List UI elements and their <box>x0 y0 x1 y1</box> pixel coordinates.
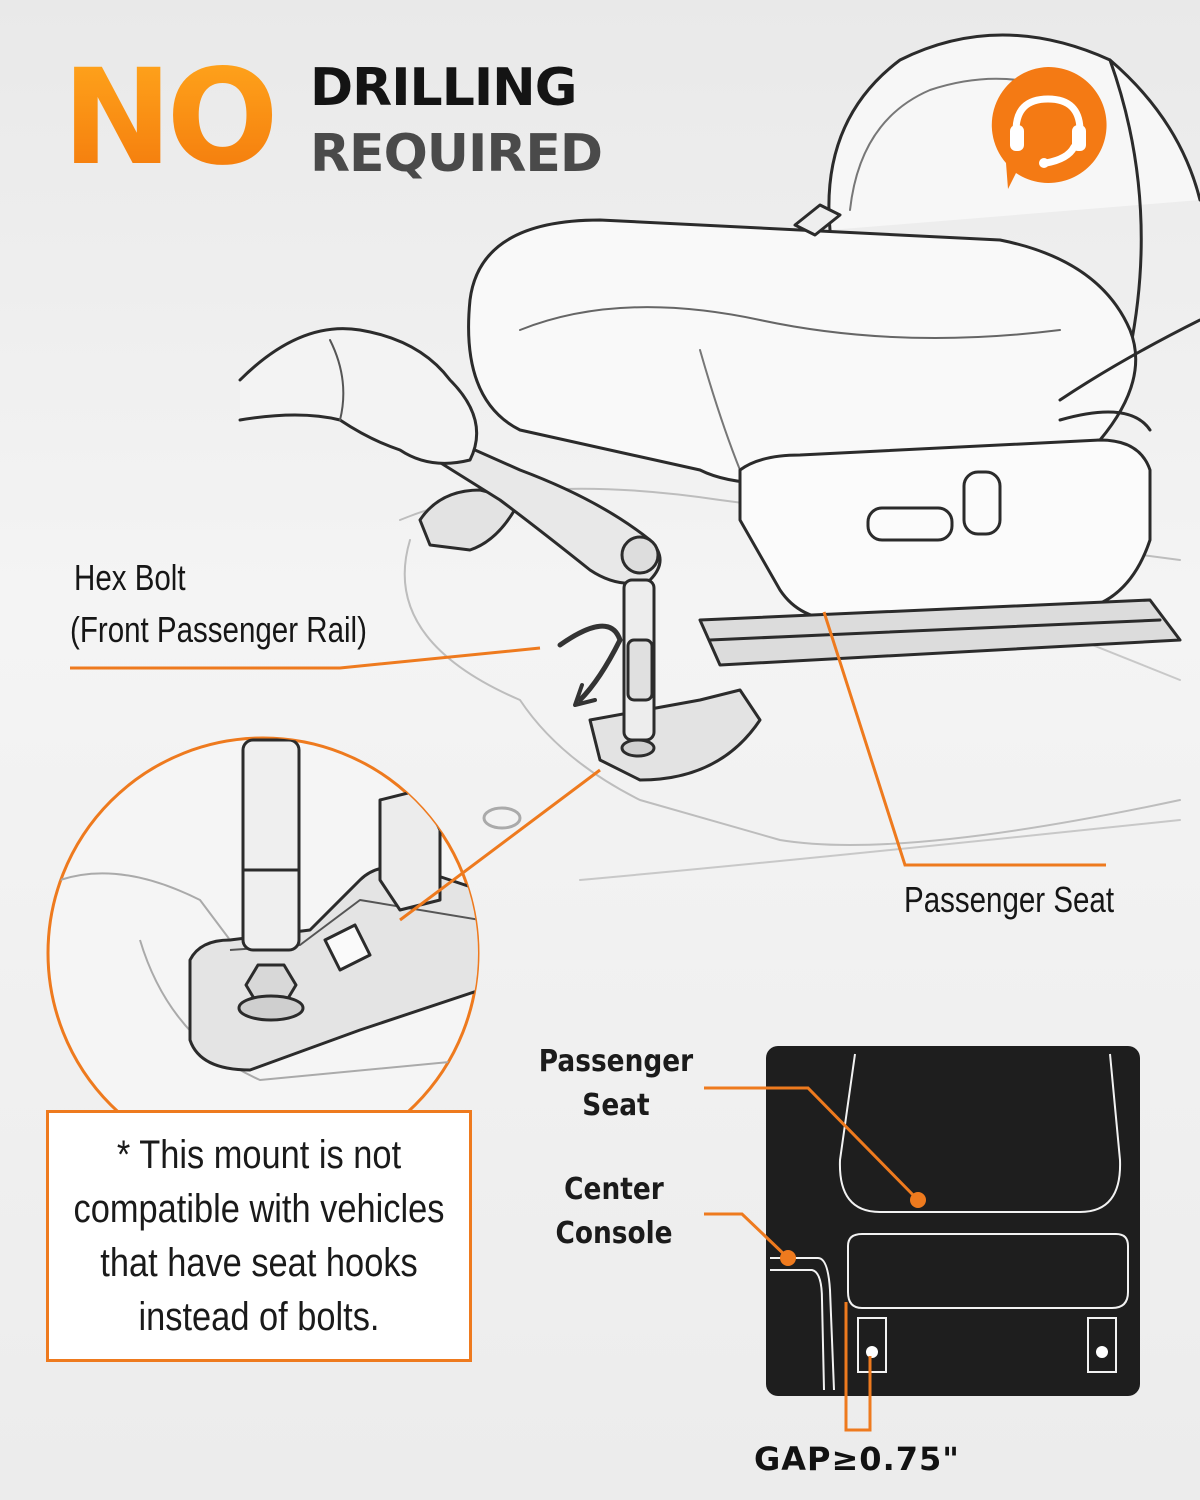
diagram-console-label: Console <box>555 1216 673 1251</box>
headline-drilling: DRILLING <box>310 58 577 118</box>
hex-bolt-sublabel: (Front Passenger Rail) <box>70 609 367 650</box>
diagram-passenger-label: Passenger <box>538 1044 694 1079</box>
gap-measurement: GAP≥0.75" <box>754 1440 960 1478</box>
headline-required: REQUIRED <box>310 124 603 184</box>
compatibility-note-text: * This mount is not compatible with vehi… <box>73 1133 445 1339</box>
diagram-seat-label: Seat <box>582 1088 650 1123</box>
headset-icon[interactable] <box>986 65 1110 189</box>
compatibility-note: * This mount is not compatible with vehi… <box>46 1110 472 1362</box>
hex-bolt-label: Hex Bolt <box>74 557 186 598</box>
headline-no: NO <box>62 41 279 195</box>
diagram-center-label: Center <box>564 1172 664 1207</box>
passenger-seat-label: Passenger Seat <box>904 879 1115 920</box>
gap-diagram <box>766 1046 1140 1396</box>
